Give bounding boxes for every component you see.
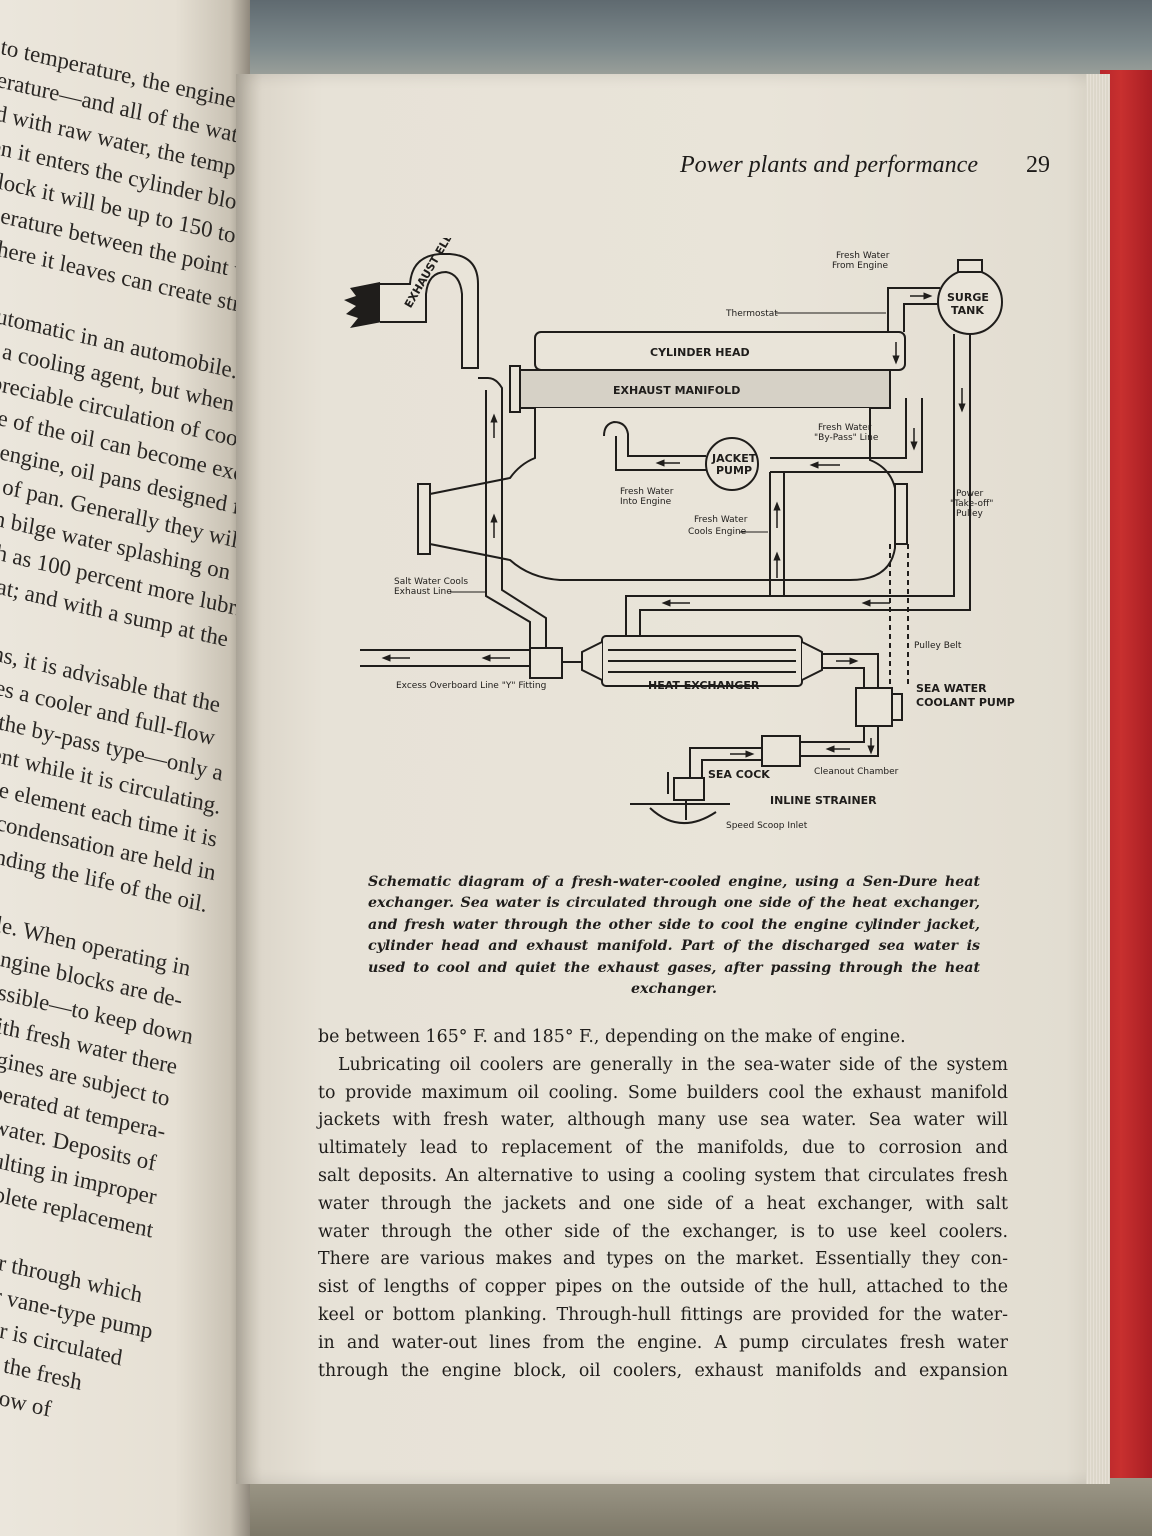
left-page: e up to temperature, the engine can bete… xyxy=(0,0,250,1536)
running-head-title: Power plants and performance xyxy=(680,152,978,178)
label-sea-water-pump-1: SEA WATER xyxy=(916,682,987,695)
label-sea-water-pump-2: COOLANT PUMP xyxy=(916,696,1015,709)
label-fresh-water-from-engine-2: From Engine xyxy=(832,261,888,271)
figure-caption: Schematic diagram of a fresh-water-coole… xyxy=(368,874,980,998)
engine-block xyxy=(429,408,896,581)
body-line: Lubricating oil coolers are generally in… xyxy=(338,1054,1008,1075)
label-cools-engine-1: Fresh Water xyxy=(694,515,748,525)
book-cover-bottom xyxy=(240,1478,1152,1536)
speed-scoop-inlet xyxy=(649,807,717,825)
body-line: to provide maximum oil cooling. Some bui… xyxy=(318,1082,1008,1103)
label-speed-scoop: Speed Scoop Inlet xyxy=(726,821,808,831)
page-number: 29 xyxy=(1026,152,1050,178)
label-inline-strainer: INLINE STRAINER xyxy=(770,794,877,807)
body-line: There are various makes and types on the… xyxy=(318,1249,1008,1270)
label-into-engine-2: Into Engine xyxy=(620,497,672,507)
body-line: sist of lengths of copper pipes on the o… xyxy=(318,1277,1008,1298)
label-cleanout-chamber: Cleanout Chamber xyxy=(814,767,899,777)
body-line: in and water-out lines from the engine. … xyxy=(318,1332,1008,1353)
power-takeoff-pulley xyxy=(894,483,908,545)
label-salt-water-1: Salt Water Cools xyxy=(394,577,468,587)
label-bypass-2: "By-Pass" Line xyxy=(814,433,879,443)
body-line: be between 165° F. and 185° F., dependin… xyxy=(318,1027,906,1047)
exhaust-outlet-icon xyxy=(344,282,382,328)
inline-strainer xyxy=(761,735,801,767)
running-head: Power plants and performance 29 xyxy=(600,152,1050,192)
label-overboard-line: Excess Overboard Line "Y" Fitting xyxy=(396,681,546,691)
body-line: keel or bottom planking. Through-hull fi… xyxy=(318,1304,1008,1325)
label-thermostat: Thermostat xyxy=(725,309,778,319)
label-cylinder-head: CYLINDER HEAD xyxy=(650,346,750,359)
body-line: water through the jackets and one side o… xyxy=(318,1193,1008,1214)
label-bypass-1: Fresh Water xyxy=(818,423,872,433)
book-cover-top xyxy=(228,0,1152,80)
label-cools-engine-2: Cools Engine xyxy=(688,527,747,537)
label-power-takeoff-1: Power xyxy=(956,489,984,499)
label-jacket-pump-1: JACKET xyxy=(711,452,757,465)
body-text: be between 165° F. and 185° F., dependin… xyxy=(318,1024,1008,1385)
body-line: water through the other side of the exch… xyxy=(318,1221,1008,1242)
label-power-takeoff-3: Pulley xyxy=(956,509,984,519)
label-jacket-pump-2: PUMP xyxy=(716,464,752,477)
label-salt-water-2: Exhaust Line xyxy=(394,587,452,597)
label-exhaust-manifold: EXHAUST MANIFOLD xyxy=(613,384,740,397)
left-page-text: e up to temperature, the engine can bete… xyxy=(0,20,250,1461)
label-fresh-water-from-engine-1: Fresh Water xyxy=(836,251,890,261)
body-line: ultimately lead to replacement of the ma… xyxy=(318,1138,1008,1159)
sea-water-coolant-pump xyxy=(855,687,893,727)
page-edges xyxy=(1086,74,1110,1484)
body-line: salt deposits. An alternative to using a… xyxy=(318,1165,1008,1186)
label-into-engine-1: Fresh Water xyxy=(620,487,674,497)
cooling-system-diagram: Fresh Water From Engine SURGE TANK Therm… xyxy=(344,238,1015,831)
label-power-takeoff-2: "Take-off" xyxy=(950,499,993,509)
body-line: through the engine block, oil coolers, e… xyxy=(318,1360,1008,1381)
label-sea-cock: SEA COCK xyxy=(708,768,770,781)
y-fitting xyxy=(529,647,563,679)
jacket-pump xyxy=(705,437,759,491)
body-line: jackets with fresh water, although many … xyxy=(318,1110,1008,1131)
sea-cock xyxy=(673,777,705,801)
label-surge-tank-1: SURGE xyxy=(947,291,989,304)
label-surge-tank-2: TANK xyxy=(951,304,984,317)
label-heat-exchanger: HEAT EXCHANGER xyxy=(648,679,760,692)
exhaust-elbow xyxy=(380,253,479,369)
exhaust-manifold xyxy=(519,369,891,409)
label-pulley-belt: Pulley Belt xyxy=(914,641,962,651)
